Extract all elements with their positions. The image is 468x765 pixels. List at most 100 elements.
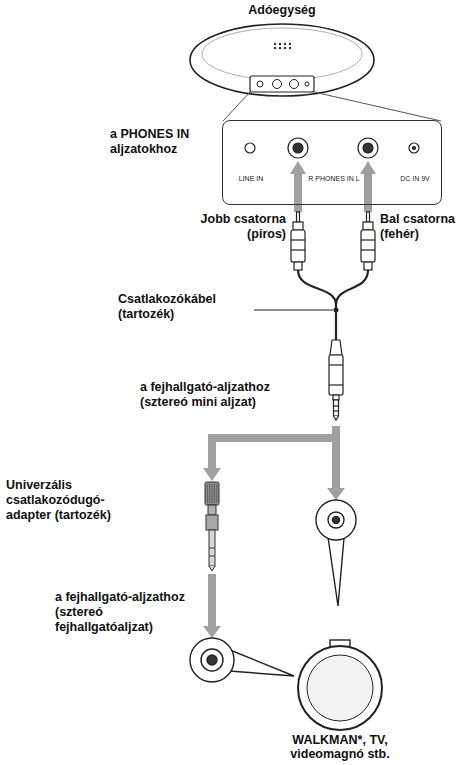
rca-plug: [361, 249, 375, 250]
rca-plug: [363, 222, 373, 230]
jack-callout: [229, 650, 294, 676]
jack-callout: [316, 500, 356, 540]
transmitter-unit: [273, 80, 282, 89]
rca-plug: [367, 212, 370, 222]
jack-callout: [190, 638, 234, 682]
callout-label: Univerzális csatlakozódugó-adapter (tart…: [6, 478, 141, 523]
mini-plug: [334, 405, 339, 406]
mini-plug: [329, 364, 343, 365]
zoom-lines: [223, 92, 250, 121]
insert-arrow: [208, 574, 216, 627]
audio-device: [298, 640, 382, 730]
plug-adapter: [214, 484, 215, 503]
panel-jacks: [409, 143, 419, 153]
callout-label: a fejhallgató-aljzathoz (sztereó fejhall…: [55, 590, 195, 635]
transmitter-unit: [279, 47, 281, 49]
mini-plug: [333, 395, 339, 400]
cable: [298, 270, 336, 305]
jack-label: R PHONES IN L: [308, 175, 359, 182]
transmitter-unit: [250, 76, 314, 92]
panel-jacks: [293, 143, 303, 153]
plug-adapter: [209, 556, 215, 557]
jack-callout: [328, 512, 344, 528]
plug-adapter: [212, 484, 213, 503]
plug-adapter: [205, 482, 219, 571]
jack-label: DC IN 9V: [400, 175, 430, 182]
mini-plug: [329, 384, 343, 385]
plug-adapter: [209, 530, 215, 566]
callout-label: Bal csatorna (fehér): [380, 212, 464, 242]
audio-device: [298, 646, 382, 730]
leader-line: [334, 308, 339, 313]
insert-arrow: [212, 438, 336, 469]
zoom-lines: [223, 92, 441, 121]
transmitter-unit: [279, 43, 281, 45]
cable: [298, 270, 368, 340]
transmitter-unit: [257, 81, 263, 87]
rca-plug: [293, 222, 303, 230]
leader-line: [254, 308, 339, 313]
arrow-head: [327, 488, 345, 500]
plug-adapter: [209, 484, 210, 503]
rca-plug: [294, 262, 302, 270]
transmitter-unit: [190, 24, 374, 96]
callout-label: WALKMAN*, TV, videomagnó stb.: [272, 733, 408, 761]
rca-plug: [297, 212, 300, 222]
transmitter-unit: [290, 80, 299, 89]
leader-line: [254, 310, 333, 311]
rca-plug: [291, 249, 305, 250]
rca-plug: [291, 212, 375, 270]
rca-plug: [291, 239, 305, 240]
transmitter-unit: [284, 43, 286, 45]
callout-label: Adóegység: [202, 3, 362, 18]
plug-adapter: [208, 484, 217, 503]
rca-plug: [364, 262, 372, 270]
plug-adapter: [216, 484, 217, 503]
mini-plug: [334, 416, 339, 420]
callout-label: a PHONES IN aljzatokhoz: [110, 127, 215, 157]
transmitter-unit: [274, 43, 276, 45]
mini-plug: [329, 340, 343, 420]
callout-label: Csatlakozókábel (tartozék): [118, 292, 248, 322]
jack-callout: [207, 655, 217, 665]
mini-plug: [334, 410, 339, 411]
insert-arrow: [364, 172, 372, 212]
arrow-head: [203, 468, 345, 638]
transmitter-unit: [202, 28, 362, 80]
transmitter-unit: [190, 24, 374, 96]
panel-jacks: [288, 138, 308, 158]
rca-plug: [361, 230, 375, 262]
jack-callout: [333, 517, 340, 524]
jack-label: LINE IN: [239, 175, 264, 182]
jack-panel: LINE IN R PHONES IN L DC IN 9V: [222, 120, 442, 205]
mini-plug: [330, 340, 342, 355]
transmitter-unit: [289, 47, 291, 49]
cable: [336, 270, 368, 305]
plug-adapter: [207, 484, 208, 503]
mini-plug: [334, 400, 339, 416]
plug-adapter: [209, 566, 215, 571]
rca-plug: [361, 239, 375, 240]
arrow-head: [203, 626, 221, 638]
audio-device: [307, 655, 373, 721]
panel-jacks: [358, 138, 378, 158]
transmitter-unit: [289, 43, 291, 45]
insert-arrow: [294, 172, 302, 212]
panel-jacks: [245, 143, 255, 153]
transmitter-unit: [284, 47, 286, 49]
panel-jacks: [245, 138, 419, 158]
plug-adapter: [209, 548, 215, 549]
transmitter-unit: [274, 47, 276, 49]
rca-plug: [291, 230, 305, 262]
callout-label: Jobb csatorna (piros): [186, 212, 286, 242]
insert-arrow: [360, 161, 376, 174]
jack-callout: [201, 649, 223, 671]
panel-jacks: [413, 147, 416, 150]
plug-adapter: [206, 515, 218, 530]
panel-jacks: [363, 143, 373, 153]
insert-arrow: [290, 161, 306, 174]
transmitter-unit: [305, 82, 309, 86]
callout-label: a fejhallgató-aljzathoz (sztereó mini al…: [140, 380, 315, 410]
arrow-head: [203, 468, 221, 481]
plug-adapter: [208, 505, 216, 515]
